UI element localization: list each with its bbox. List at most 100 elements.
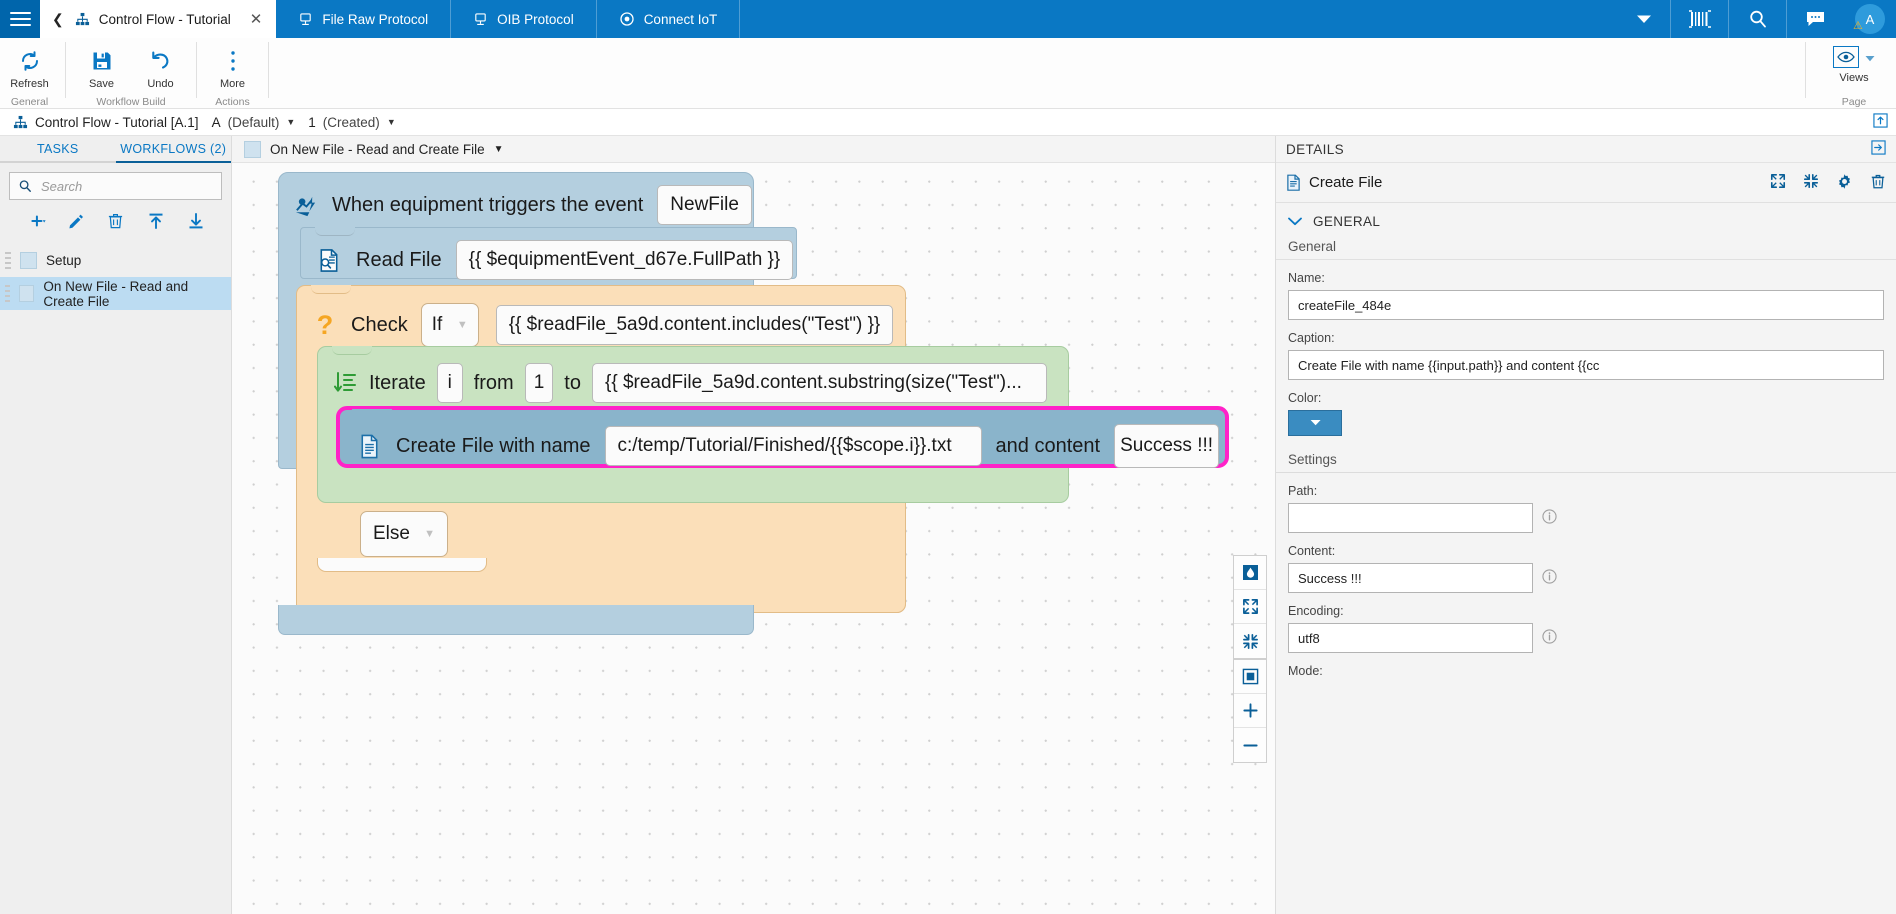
color-field[interactable] — [1288, 410, 1342, 436]
trigger-label: When equipment triggers the event — [332, 193, 644, 216]
workflow-canvas[interactable]: When equipment triggers the event NewFil… — [232, 163, 1275, 914]
iterate-block-header[interactable]: Iterate i from 1 to {{ $readFile_5a9d.co… — [332, 363, 1047, 403]
expand-icon[interactable] — [1770, 173, 1786, 192]
caption-field[interactable]: Create File with name {{input.path}} and… — [1288, 350, 1884, 380]
back-chevron-icon[interactable]: ❮ — [52, 10, 64, 27]
check-operator-dropdown[interactable]: If ▼ — [420, 303, 479, 347]
target-icon — [619, 11, 635, 27]
check-block-header[interactable]: ? Check If ▼ {{ $readFile_5a9d.content.i… — [312, 303, 894, 347]
info-icon[interactable] — [1542, 509, 1557, 527]
delete-button[interactable] — [96, 212, 136, 230]
left-panel: TASKS WORKFLOWS (2) Setup — [0, 136, 232, 914]
create-file-name-field[interactable]: c:/temp/Tutorial/Finished/{{$scope.i}}.t… — [604, 426, 982, 466]
workflow-square-icon — [244, 140, 261, 158]
iterate-from-field[interactable]: 1 — [524, 363, 554, 403]
color-picker-tool[interactable] — [1234, 556, 1266, 590]
panel-expand-icon[interactable] — [1871, 140, 1886, 158]
refresh-button[interactable]: Refresh — [0, 43, 59, 90]
path-field[interactable] — [1288, 503, 1533, 533]
fit-to-screen-tool[interactable] — [1234, 660, 1266, 694]
info-icon[interactable] — [1542, 569, 1557, 587]
export-button[interactable] — [176, 212, 216, 230]
content-field[interactable]: Success !!! — [1288, 563, 1533, 593]
create-file-icon — [1286, 174, 1301, 191]
tab-connect-iot[interactable]: Connect IoT — [597, 0, 741, 38]
undo-button[interactable]: Undo — [131, 43, 190, 90]
more-button[interactable]: More — [203, 43, 262, 90]
views-button[interactable] — [1833, 46, 1875, 68]
field-caption: Color: — [1288, 391, 1322, 405]
iterate-to-field[interactable]: {{ $readFile_5a9d.content.substring(size… — [591, 363, 1047, 403]
list-item[interactable]: On New File - Read and Create File — [0, 277, 231, 310]
tab-label: Connect IoT — [643, 11, 718, 27]
name-field[interactable]: createFile_484e — [1288, 290, 1884, 320]
device-icon — [473, 12, 488, 27]
encoding-field[interactable]: utf8 — [1288, 623, 1533, 653]
zoom-out-tool[interactable] — [1234, 728, 1266, 762]
tab-workflows[interactable]: WORKFLOWS (2) — [115, 136, 231, 163]
tab-workflows-label: WORKFLOWS (2) — [120, 141, 227, 156]
workflow-icon — [13, 115, 28, 130]
read-file-block-header[interactable]: Read File {{ $equipmentEvent_d67e.FullPa… — [316, 240, 794, 280]
import-button[interactable] — [136, 212, 176, 230]
create-file-label: Create File with name — [396, 434, 591, 457]
check-condition-field[interactable]: {{ $readFile_5a9d.content.includes("Test… — [495, 305, 894, 345]
drag-handle-icon[interactable] — [5, 285, 11, 302]
avatar[interactable]: A ⚠ — [1844, 4, 1896, 34]
tab-label: Control Flow - Tutorial — [98, 11, 231, 27]
revision-dropdown-icon[interactable]: ▼ — [386, 117, 396, 127]
iterate-variable-field[interactable]: i — [436, 363, 463, 403]
block-notch — [352, 409, 392, 418]
ribbon-group-caption: Workflow Build — [96, 96, 166, 108]
undo-label: Undo — [147, 78, 174, 90]
tab-control-flow-tutorial[interactable]: ❮ Control Flow - Tutorial ✕ — [40, 0, 277, 38]
trash-icon[interactable] — [1870, 173, 1886, 193]
left-panel-actions — [0, 200, 231, 242]
else-block[interactable]: Else ▼ — [360, 508, 448, 560]
expand-all-tool[interactable] — [1234, 590, 1266, 624]
block-notch — [315, 227, 355, 236]
search-input[interactable] — [39, 177, 213, 195]
export-icon[interactable] — [1873, 113, 1888, 131]
tab-file-raw-protocol[interactable]: File Raw Protocol — [276, 0, 452, 38]
gear-icon[interactable] — [1836, 173, 1853, 193]
iterate-label: Iterate — [369, 371, 426, 394]
chat-icon[interactable] — [1786, 0, 1844, 38]
chevron-down-icon[interactable] — [1865, 50, 1875, 65]
search-box[interactable] — [9, 172, 222, 200]
chevron-down-icon — [1310, 418, 1321, 428]
tab-tasks[interactable]: TASKS — [0, 136, 116, 163]
droplet-icon — [1242, 565, 1258, 580]
collapse-all-tool[interactable] — [1234, 624, 1266, 658]
tab-oib-protocol[interactable]: OIB Protocol — [451, 0, 597, 38]
collapse-icon[interactable] — [1803, 173, 1819, 192]
trigger-block-header[interactable]: When equipment triggers the event NewFil… — [292, 185, 752, 225]
details-field-content: Content: Success !!! — [1276, 533, 1896, 593]
details-node-name: Create File — [1309, 174, 1383, 191]
add-button[interactable] — [16, 213, 56, 229]
list-item[interactable]: Setup — [0, 244, 231, 277]
else-dropdown[interactable]: Else ▼ — [360, 511, 448, 557]
trigger-event-field[interactable]: NewFile — [657, 185, 752, 225]
read-file-label: Read File — [356, 248, 442, 271]
save-button[interactable]: Save — [72, 43, 131, 90]
chevron-down-icon[interactable] — [1288, 214, 1302, 229]
breadcrumb-revision-state: (Created) — [322, 114, 380, 130]
chevron-down-icon[interactable] — [1618, 12, 1670, 27]
canvas-title-dropdown-icon[interactable]: ▼ — [493, 143, 504, 155]
details-panel-title-bar: DETAILS — [1276, 136, 1896, 163]
create-file-content-field[interactable]: Success !!! — [1114, 424, 1220, 468]
info-icon[interactable] — [1542, 629, 1557, 647]
zoom-in-tool[interactable] — [1234, 694, 1266, 728]
version-dropdown-icon[interactable]: ▼ — [286, 117, 296, 127]
barcode-icon[interactable] — [1670, 0, 1728, 38]
search-icon[interactable] — [1728, 0, 1786, 38]
create-file-block-header[interactable]: Create File with name c:/temp/Tutorial/F… — [356, 424, 1220, 468]
close-icon[interactable]: ✕ — [249, 11, 263, 28]
edit-button[interactable] — [56, 212, 96, 230]
field-caption: Mode: — [1288, 664, 1323, 678]
drag-handle-icon[interactable] — [5, 252, 11, 269]
hamburger-icon[interactable] — [0, 0, 40, 38]
details-section-general[interactable]: GENERAL — [1276, 203, 1896, 235]
read-file-path-field[interactable]: {{ $equipmentEvent_d67e.FullPath }} — [455, 240, 794, 280]
